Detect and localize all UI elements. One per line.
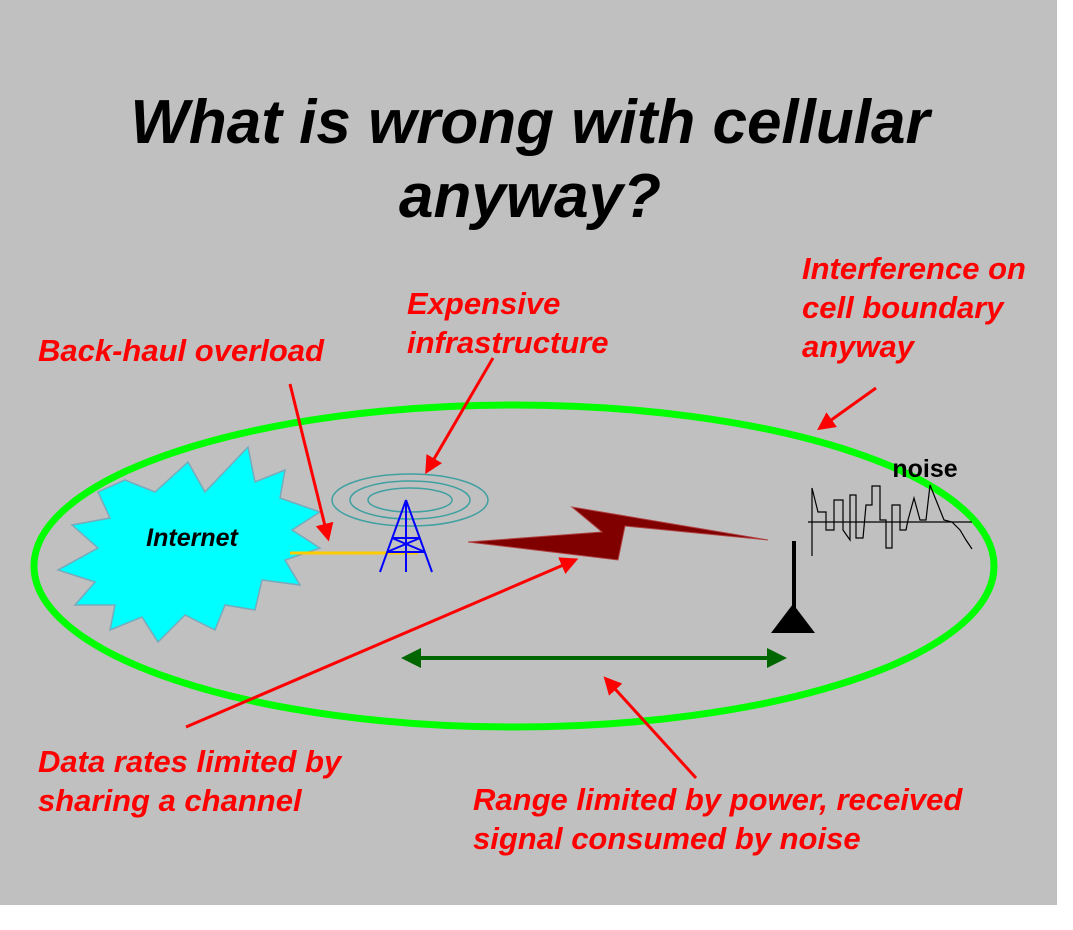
title-line-2: anyway?: [399, 162, 661, 231]
range-label-1: Range limited by power, received: [473, 782, 963, 817]
data-rates-arrow: [185, 557, 579, 729]
expensive-infrastructure-arrow: [425, 357, 495, 475]
title-line-1: What is wrong with cellular: [130, 88, 932, 157]
backhaul-overload-label: Back-haul overload: [38, 333, 325, 368]
interference-arrow: [817, 386, 877, 431]
noise-label: noise: [892, 455, 957, 483]
base-station-tower-icon: [379, 499, 433, 573]
cell-boundary-ellipse: [30, 401, 998, 731]
data-rates-label-2: sharing a channel: [38, 783, 303, 818]
noise-waveform-icon: [808, 484, 973, 556]
interference-label-2: cell boundary: [802, 290, 1005, 325]
internet-cloud-icon: [56, 445, 322, 644]
range-arrow-pointer: [603, 676, 698, 780]
internet-label: Internet: [146, 524, 239, 552]
backhaul-arrow: [288, 383, 334, 542]
data-rates-label-1: Data rates limited by: [38, 744, 343, 779]
interference-label-3: anyway: [802, 329, 916, 364]
range-label-2: signal consumed by noise: [473, 821, 861, 856]
mobile-antenna-icon: [771, 541, 815, 633]
interference-label-1: Interference on: [802, 251, 1026, 286]
radio-link-lightning-icon: [467, 506, 769, 561]
expensive-infrastructure-label-1: Expensive: [407, 286, 560, 321]
expensive-infrastructure-label-2: infrastructure: [407, 325, 609, 360]
